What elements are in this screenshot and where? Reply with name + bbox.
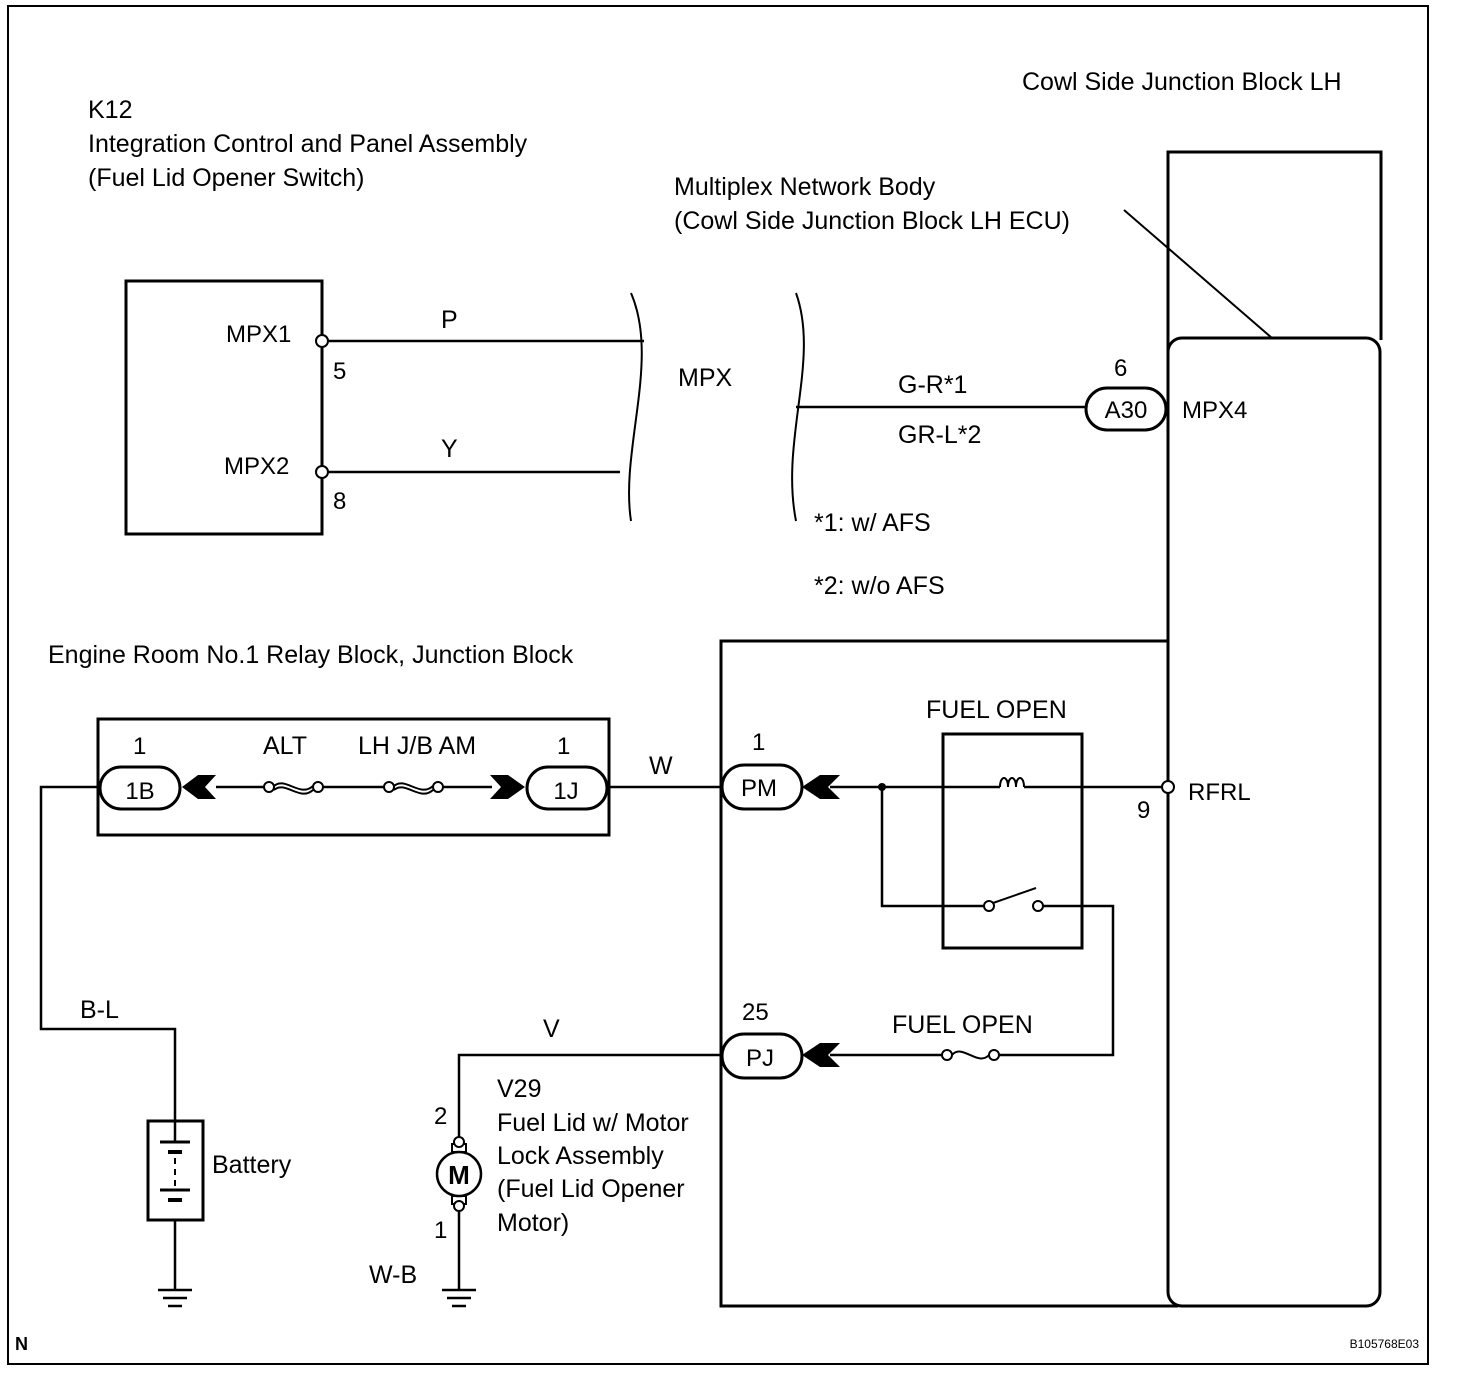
1j-num: 1 bbox=[557, 733, 570, 760]
rfrl-terminal bbox=[1161, 780, 1175, 794]
alt-fuse-end-left bbox=[263, 781, 275, 793]
footer-left: N bbox=[15, 1334, 28, 1354]
break-bracket-right bbox=[791, 292, 805, 522]
k12-name: Integration Control and Panel Assembly bbox=[88, 130, 528, 158]
1b-label: 1B bbox=[125, 778, 154, 805]
1j-label: 1J bbox=[553, 778, 578, 805]
rfrl-pin: RFRL bbox=[1188, 779, 1251, 806]
a30-connector bbox=[1084, 386, 1168, 432]
wire-y-label: Y bbox=[441, 435, 458, 463]
a30-num: 6 bbox=[1114, 355, 1127, 382]
v29-line1: Fuel Lid w/ Motor bbox=[497, 1109, 689, 1137]
motor-ground-icon bbox=[442, 1288, 476, 1308]
alt-fuse-icon bbox=[273, 782, 314, 795]
1b-num: 1 bbox=[133, 733, 146, 760]
relay-area-outline bbox=[719, 639, 1178, 1308]
wire-bl-label: B-L bbox=[80, 996, 119, 1024]
v29-id: V29 bbox=[497, 1075, 541, 1103]
engine-room-box bbox=[96, 717, 611, 837]
lhjb-fuse-end-left bbox=[383, 781, 395, 793]
relay-label: FUEL OPEN bbox=[926, 696, 1067, 724]
cowl-ecu-line1: Multiplex Network Body bbox=[674, 173, 936, 201]
battery-ground-icon bbox=[158, 1288, 192, 1308]
v29-line4: Motor) bbox=[497, 1209, 569, 1237]
k12-pin-mpx2-num: 8 bbox=[333, 488, 346, 515]
k12-id: K12 bbox=[88, 96, 132, 124]
diagram-frame bbox=[7, 5, 1429, 1365]
note-1: *1: w/ AFS bbox=[814, 509, 931, 537]
relay-switch-arm bbox=[992, 887, 1037, 904]
engine-room-title: Engine Room No.1 Relay Block, Junction B… bbox=[48, 641, 574, 669]
ecu-box bbox=[1166, 336, 1382, 1308]
v29-pin-top: 2 bbox=[434, 1103, 447, 1130]
k12-pin-mpx1: MPX1 bbox=[226, 321, 291, 348]
pj-label: PJ bbox=[746, 1045, 774, 1072]
alt-fuse-label: ALT bbox=[263, 732, 307, 760]
motor-terminal-bottom bbox=[453, 1200, 465, 1212]
mpx-label: MPX bbox=[678, 364, 733, 392]
v29-line3: (Fuel Lid Opener bbox=[497, 1175, 685, 1203]
k12-pin-mpx2: MPX2 bbox=[224, 453, 289, 480]
lhjb-fuse-icon bbox=[393, 782, 434, 795]
1j-arrow-icon bbox=[490, 775, 525, 799]
alt-fuse-end-right bbox=[312, 781, 324, 793]
rfrl-num: 9 bbox=[1137, 797, 1150, 824]
pj-arrow-icon bbox=[802, 1043, 840, 1067]
fuse-icon bbox=[951, 1050, 990, 1060]
pm-num: 1 bbox=[752, 729, 765, 756]
v29-pin-bottom: 1 bbox=[434, 1217, 447, 1244]
pm-arrow-icon bbox=[802, 775, 840, 799]
k12-pin-mpx1-num: 5 bbox=[333, 358, 346, 385]
battery-label: Battery bbox=[212, 1151, 292, 1179]
motor-symbol: M bbox=[448, 1160, 470, 1190]
1b-arrow-icon bbox=[182, 775, 216, 799]
a30-label: A30 bbox=[1105, 397, 1148, 424]
lhjb-fuse-label: LH J/B AM bbox=[358, 732, 476, 760]
k12-sub: (Fuel Lid Opener Switch) bbox=[88, 164, 365, 192]
break-bracket-left bbox=[628, 292, 643, 522]
ecu-leader-line bbox=[1123, 209, 1273, 339]
lhjb-fuse-end-right bbox=[432, 781, 444, 793]
wire-switch-to-fuse bbox=[998, 904, 1115, 1057]
wire-w-label: W bbox=[649, 752, 673, 780]
wire-gr1-label: G-R*1 bbox=[898, 371, 967, 399]
relay-switch-contact-a bbox=[983, 900, 995, 912]
motor-terminal-top bbox=[453, 1136, 465, 1148]
mpx4-pin: MPX4 bbox=[1182, 397, 1247, 424]
cowl-ecu-line2: (Cowl Side Junction Block LH ECU) bbox=[674, 207, 1070, 235]
wire-p-label: P bbox=[441, 306, 458, 334]
1j-connector bbox=[525, 765, 609, 811]
fuse-end-right bbox=[988, 1049, 1000, 1061]
k12-terminal-mpx2 bbox=[315, 465, 329, 479]
relay-coil-icon bbox=[999, 777, 1025, 788]
wire-bl bbox=[39, 785, 177, 1121]
cowl-title: Cowl Side Junction Block LH bbox=[1022, 68, 1342, 96]
wire-v-label: V bbox=[543, 1015, 560, 1043]
pj-num: 25 bbox=[742, 999, 769, 1026]
wire-wb-label: W-B bbox=[369, 1261, 417, 1289]
fuse-label: FUEL OPEN bbox=[892, 1011, 1033, 1039]
note-2: *2: w/o AFS bbox=[814, 572, 945, 600]
relay-switch-contact-b bbox=[1032, 900, 1044, 912]
pm-label: PM bbox=[741, 775, 777, 802]
wire-splice-to-switch bbox=[880, 787, 984, 908]
wire-grl2-label: GR-L*2 bbox=[898, 421, 981, 449]
k12-terminal-mpx1 bbox=[315, 334, 329, 348]
cowl-jb-outline bbox=[1166, 150, 1383, 640]
motor-icon bbox=[435, 1150, 483, 1198]
fuse-end-left bbox=[941, 1049, 953, 1061]
footer-right: B105768E03 bbox=[1350, 1337, 1420, 1351]
k12-box bbox=[124, 279, 324, 536]
v29-line2: Lock Assembly bbox=[497, 1142, 664, 1170]
fuel-open-relay bbox=[941, 732, 1084, 950]
wire-v bbox=[457, 1053, 722, 1138]
